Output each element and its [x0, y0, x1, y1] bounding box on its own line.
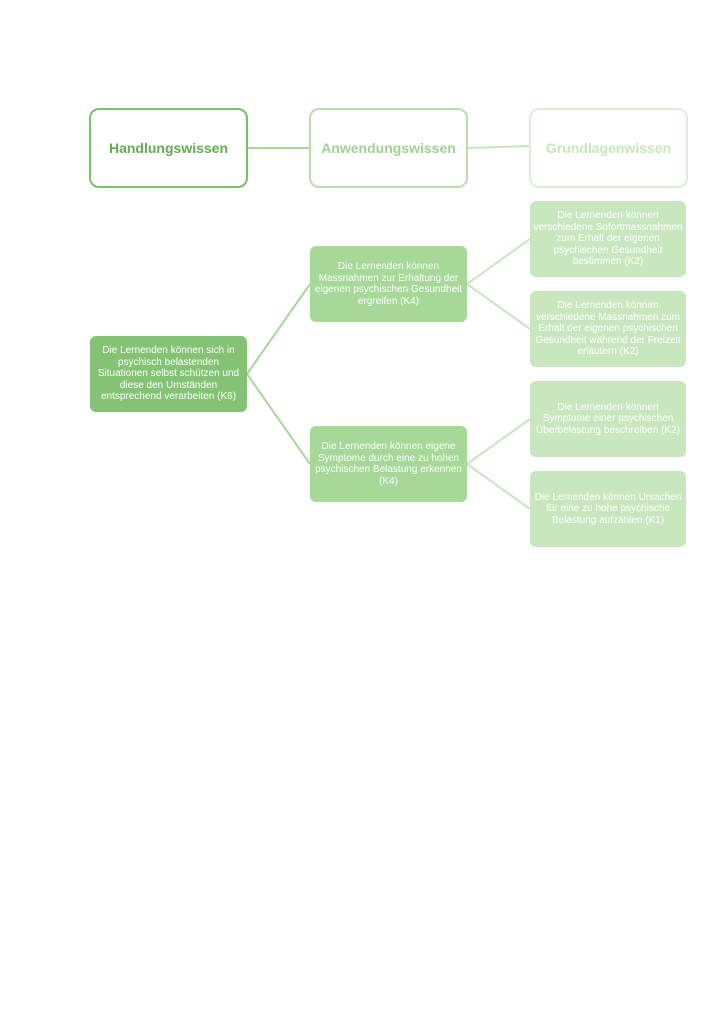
header-grundlagenwissen: Grundlagenwissen [529, 108, 688, 188]
edge-mid2-leaf3 [466, 418, 531, 465]
header-anwendungswissen: Anwendungswissen [309, 108, 468, 188]
mid-node-massnahmen-text: Die Lernenden können Massnahmen zur Erha… [314, 261, 463, 307]
header-grundlagenwissen-label: Grundlagenwissen [545, 140, 672, 156]
mid-node-massnahmen: Die Lernenden können Massnahmen zur Erha… [310, 246, 467, 322]
leaf-node-ursachen-aufzaehlen: Die Lernenden können Ursachen für eine z… [530, 471, 686, 547]
root-node-text: Die Lernenden können sich in psychisch b… [97, 345, 240, 403]
root-node: Die Lernenden können sich in psychisch b… [90, 336, 247, 412]
edge-mid2-leaf4 [466, 463, 531, 510]
leaf-node-sofortmassnahmen: Die Lernenden können verschiedene Sofort… [530, 201, 686, 277]
header-anwendungswissen-label: Anwendungswissen [321, 140, 456, 156]
header-handlungswissen-label: Handlungswissen [108, 140, 229, 156]
leaf-node-ursachen-aufzaehlen-text: Die Lernenden können Ursachen für eine z… [534, 491, 682, 526]
edge-root-mid2 [246, 373, 311, 465]
mid-node-symptome-text: Die Lernenden können eigene Symptome dur… [315, 441, 462, 487]
edge-mid1-leaf2 [466, 283, 531, 330]
leaf-node-symptome-beschreiben: Die Lernenden können Symptome einer psyc… [530, 381, 686, 457]
leaf-node-symptome-beschreiben-text: Die Lernenden können Symptome einer psyc… [536, 401, 680, 436]
edge-root-mid1 [246, 283, 311, 375]
header-connector-2 [467, 145, 530, 149]
edge-mid1-leaf1 [466, 238, 531, 285]
mid-node-symptome: Die Lernenden können eigene Symptome dur… [310, 426, 467, 502]
leaf-node-sofortmassnahmen-text: Die Lernenden können verschiedene Sofort… [533, 210, 683, 268]
header-handlungswissen: Handlungswissen [89, 108, 248, 188]
leaf-node-freizeit-massnahmen: Die Lernenden können verschiedene Massna… [530, 291, 686, 367]
leaf-node-freizeit-massnahmen-text: Die Lernenden können verschiedene Massna… [535, 300, 681, 358]
